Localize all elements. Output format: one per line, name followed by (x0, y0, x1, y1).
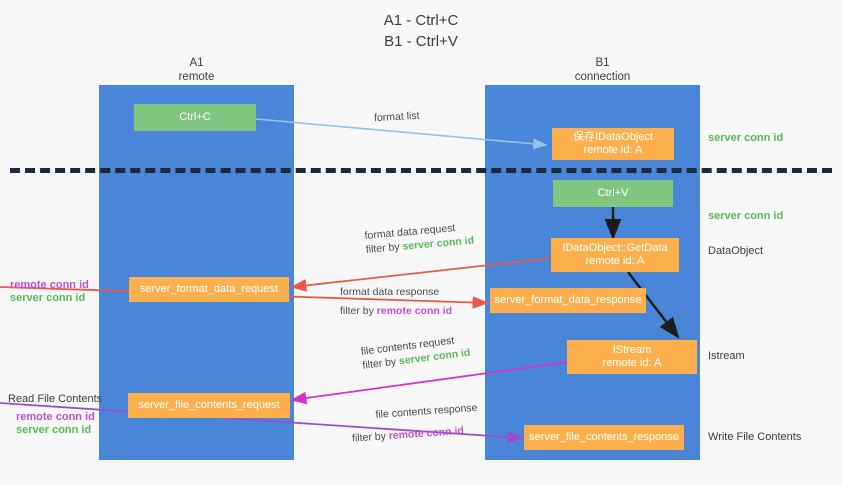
title-line-1: A1 - Ctrl+C (383, 12, 459, 29)
edge-label-format-data-response-prefix: filter by (340, 305, 377, 317)
annotation-server-conn-id-1: server conn id (10, 292, 86, 304)
annotation-server-conn-id-2: server conn id (16, 424, 92, 436)
box-save-idataobject-line2: remote id: A (583, 144, 643, 156)
box-getdata[interactable]: IDataObject::GetData remote id: A (551, 238, 679, 272)
phase-divider (10, 168, 832, 173)
box-ctrl-c[interactable]: Ctrl+C (134, 104, 256, 131)
edge-label-file-contents-request: file contents request filter by server c… (360, 332, 471, 373)
box-server-file-contents-request[interactable]: server_file_contents_request (128, 393, 290, 418)
box-getdata-line2: remote id: A (585, 255, 645, 267)
annotation-server-conn-id-top: server conn id (708, 132, 784, 144)
column-header-a1: A1 remote (119, 57, 274, 84)
column-header-a1-name: A1 (189, 57, 204, 69)
edge-label-file-contents-response-prefix: filter by (351, 430, 390, 445)
edge-label-file-contents-response-line2: filter by remote conn id (352, 423, 480, 446)
annotation-dataobject: DataObject (708, 245, 764, 257)
annotation-remote-conn-id-2: remote conn id (16, 411, 95, 423)
edge-label-format-data-request: format data request filter by server con… (364, 220, 475, 257)
box-server-format-data-response[interactable]: server_format_data_response (490, 288, 646, 313)
box-ctrl-v-label: Ctrl+V (597, 186, 629, 199)
edge-label-format-list: format list (374, 109, 420, 125)
annotation-remote-conn-id-1: remote conn id (10, 279, 89, 291)
annotation-conn-ids-lower: remote conn id server conn id (16, 411, 95, 437)
box-istream-line1: IStream (612, 343, 652, 356)
column-header-a1-sub: remote (178, 70, 215, 83)
box-server-format-data-request-label: server_format_data_request (139, 282, 279, 295)
annotation-server-conn-id-mid: server conn id (708, 210, 784, 222)
annotation-conn-ids-upper: remote conn id server conn id (10, 279, 89, 305)
edge-label-format-data-response-key: remote conn id (376, 305, 453, 317)
box-istream-line2: remote id: A (602, 357, 662, 369)
edge-label-file-contents-response: file contents response filter by remote … (352, 401, 479, 445)
box-server-file-contents-response[interactable]: server_file_contents_response (524, 425, 684, 450)
edge-label-format-data-response-line2: filter by remote conn id (340, 304, 452, 318)
edge-label-format-data-request-prefix: filter by (365, 240, 403, 256)
annotation-istream: Istream (708, 350, 745, 362)
box-server-file-contents-request-label: server_file_contents_request (138, 398, 280, 411)
column-header-b1-name: B1 (595, 57, 610, 69)
edge-label-file-contents-response-key: remote conn id (388, 424, 465, 443)
annotation-write-file-contents: Write File Contents (708, 431, 802, 443)
box-save-idataobject[interactable]: 保存IDataObject remote id: A (552, 128, 674, 160)
column-header-b1-sub: connection (574, 70, 631, 83)
box-ctrl-c-label: Ctrl+C (179, 110, 211, 123)
title-line-2: B1 - Ctrl+V (384, 33, 458, 50)
annotation-read-file-contents: Read File Contents (8, 393, 103, 405)
box-server-format-data-response-label: server_format_data_response (494, 293, 642, 306)
edge-label-format-data-response: format data response filter by remote co… (340, 285, 452, 318)
edge-label-format-list-text: format list (373, 109, 420, 125)
box-server-format-data-request[interactable]: server_format_data_request (129, 277, 289, 302)
box-server-file-contents-response-label: server_file_contents_response (529, 430, 679, 443)
column-header-b1: B1 connection (525, 57, 680, 84)
edge-label-file-contents-request-prefix: filter by (361, 355, 400, 372)
edge-label-format-data-response-line1: format data response (340, 286, 440, 298)
page-title: A1 - Ctrl+C B1 - Ctrl+V (0, 10, 842, 52)
box-getdata-line1: IDataObject::GetData (562, 241, 668, 254)
box-istream[interactable]: IStream remote id: A (567, 340, 697, 374)
box-save-idataobject-line1: 保存IDataObject (572, 130, 654, 143)
edge-label-file-contents-response-line1: file contents response (375, 401, 478, 421)
box-ctrl-v[interactable]: Ctrl+V (553, 180, 673, 207)
